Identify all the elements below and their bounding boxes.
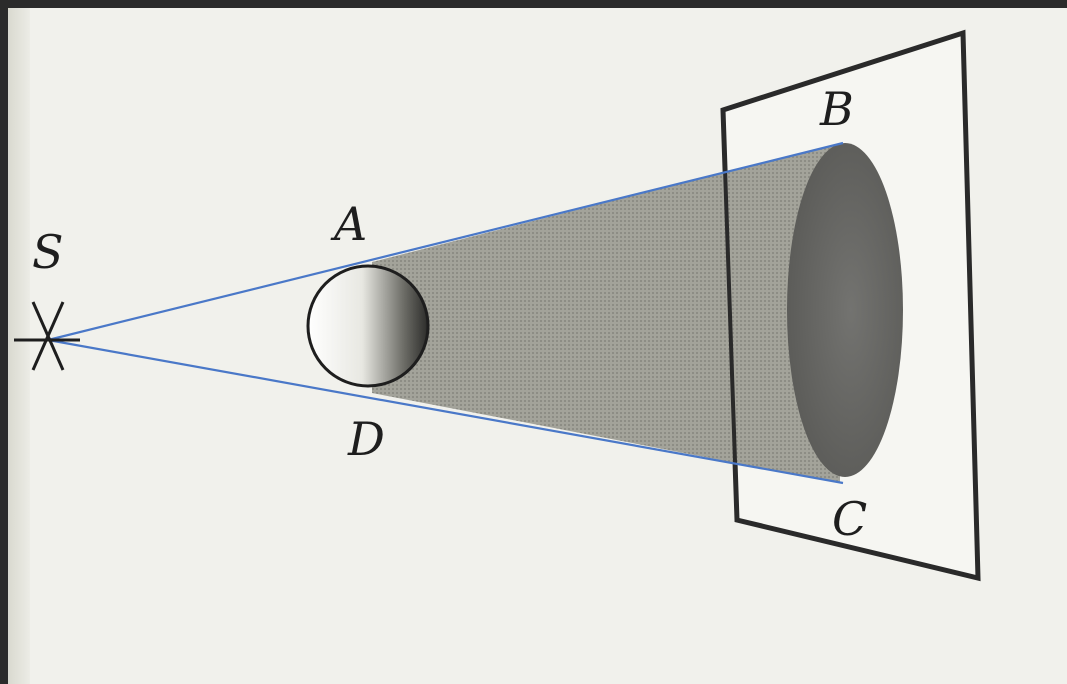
screen-front-edge [721, 109, 739, 521]
label-point-c: C [832, 492, 867, 546]
page-edge-shadow [8, 8, 30, 684]
shadow-cone-diagram: S A D B C [14, 29, 981, 582]
opaque-sphere [306, 264, 430, 388]
shadow-cone [372, 143, 840, 483]
label-point-d: D [347, 412, 385, 466]
cross-star-icon [14, 301, 80, 371]
label-point-a: A [330, 197, 367, 251]
label-source: S [32, 225, 64, 279]
ray-top [47, 141, 844, 342]
label-point-b: B [819, 82, 854, 136]
textbook-page: S A D B C [8, 8, 1067, 684]
ray-bottom [47, 338, 844, 485]
shadow-ellipse [787, 143, 903, 477]
